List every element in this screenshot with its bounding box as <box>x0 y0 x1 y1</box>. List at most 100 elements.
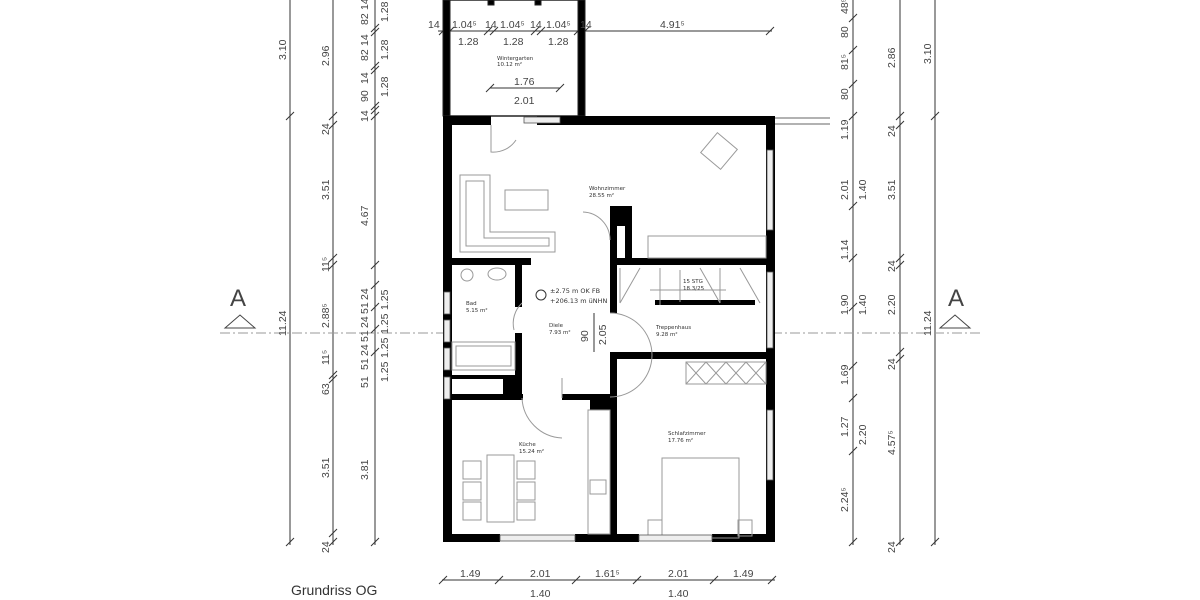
room-name-diele: Diele <box>549 323 564 329</box>
room-name-wohnzimmer: Wohnzimmer <box>589 186 626 192</box>
dimension-label: 14 <box>359 34 371 46</box>
dimension-label: 24 <box>320 123 332 135</box>
dimension-label: 14 <box>530 19 542 31</box>
dimension-label: 1.40 <box>668 588 689 600</box>
section-marker-right: A <box>938 285 972 329</box>
dimension-label: 2.01 <box>668 568 689 580</box>
dimension-label: 11.24 <box>277 310 289 336</box>
dimension-tick <box>848 302 858 312</box>
section-marker-left: A <box>223 285 257 329</box>
dimension-tick <box>895 347 905 357</box>
dimension-label: 1.90 <box>839 294 851 315</box>
dimension-tick <box>370 260 380 270</box>
dimension-label: 1.14 <box>839 239 851 260</box>
room-area-wohnzimmer: 28.55 m² <box>589 192 614 199</box>
walls <box>443 116 775 542</box>
dimension-tick <box>285 537 295 547</box>
dimension-label: 2.01 <box>530 568 551 580</box>
level-ok-fb: ±2.75 m OK FB <box>550 287 600 295</box>
dimension-tick <box>328 374 338 384</box>
dimension-label: 14 <box>359 72 371 84</box>
dimension-tick <box>848 393 858 403</box>
dimension-tick <box>328 528 338 538</box>
dimension-label: 1.40 <box>530 588 551 600</box>
dimension-tick <box>848 79 858 89</box>
dimension-tick <box>530 26 540 36</box>
dimension-tick <box>370 65 380 75</box>
dimension-label: 1.04⁵ <box>500 19 525 31</box>
dimension-label: 4.91⁵ <box>660 19 685 31</box>
dimension-tick <box>848 361 858 371</box>
dimension-label: 3.51 <box>320 457 332 478</box>
dimension-label: 1.40 <box>857 294 869 315</box>
dimension-label: 51 <box>359 358 371 370</box>
dimension-tick <box>765 26 775 36</box>
dimension-label: 4.67 <box>359 205 371 226</box>
dimension-tick <box>895 354 905 364</box>
dimension-label: 1.28 <box>379 76 391 97</box>
dimension-tick <box>328 253 338 263</box>
dimension-label: 1.04⁵ <box>452 19 477 31</box>
dimension-label: 24 <box>320 541 332 553</box>
dimension-label: 82 <box>359 49 371 61</box>
dimension-label: 1.76 <box>514 76 535 88</box>
dimension-label: 24 <box>359 288 371 300</box>
dimension-tick <box>370 302 380 312</box>
room-area-kueche: 15.24 m² <box>519 448 544 455</box>
dimension-labels: 14 1.04⁵ 14 1.04⁵ 14 1.04⁵ 14 4.91⁵ 1.28 1.28 1.28… <box>277 0 934 600</box>
dimension-label: 1.28 <box>379 1 391 22</box>
stairs-ratio: 18.3/25 <box>683 286 705 292</box>
dimension-tick <box>895 111 905 121</box>
dimension-tick <box>848 45 858 55</box>
dimension-tick <box>848 537 858 547</box>
dimension-label: 14 <box>580 19 592 31</box>
dimension-label: 3.10 <box>277 39 289 60</box>
dimension-label: 24 <box>886 358 898 370</box>
dimension-tick <box>370 537 380 547</box>
dimension-label: 2.20 <box>857 424 869 445</box>
level-nhn: +206.13 m üNHN <box>550 297 608 305</box>
dimension-label: 4.57⁵ <box>886 430 898 455</box>
dimension-label: 1.25 <box>379 361 391 382</box>
dimension-label: 1.28 <box>548 36 569 48</box>
opening-height: 2.05 <box>597 324 609 345</box>
dimension-tick <box>895 260 905 270</box>
dimension-lines <box>220 0 980 581</box>
dimension-label: 80 <box>839 26 851 38</box>
dimension-tick <box>370 61 380 71</box>
dimension-tick <box>370 105 380 115</box>
dimension-tick <box>571 575 581 585</box>
room-name-schlafzimmer: Schlafzimmer <box>668 431 706 437</box>
windows <box>443 116 774 542</box>
dimension-label: 2.96 <box>320 45 332 66</box>
dimension-label: 1.04⁵ <box>546 19 571 31</box>
dimension-label: 1.28 <box>503 36 524 48</box>
room-name-bad: Bad <box>466 301 477 307</box>
dimension-label: 90 <box>359 90 371 102</box>
dimension-label: 1.28 <box>379 39 391 60</box>
dimension-label: 81⁵ <box>839 54 851 70</box>
dimension-label: 1.25 <box>379 289 391 310</box>
room-area-diele: 7.93 m² <box>549 329 571 336</box>
room-area-wintergarten: 10.12 m² <box>497 61 522 68</box>
room-area-treppenhaus: 9.28 m² <box>656 331 678 338</box>
dimension-tick <box>485 83 495 93</box>
dimension-label: 51 <box>359 330 371 342</box>
dimension-tick <box>483 26 493 36</box>
dimension-tick <box>370 101 380 111</box>
dimension-label: 14 <box>359 0 371 10</box>
dimension-tick <box>489 26 499 36</box>
dimension-label: 24 <box>359 344 371 356</box>
dimension-label: 3.51 <box>886 179 898 200</box>
dimension-tick <box>370 111 380 121</box>
dimension-tick <box>438 575 448 585</box>
dimension-tick <box>536 26 546 36</box>
dimension-tick <box>895 253 905 263</box>
dimension-label: 82 <box>359 13 371 25</box>
dimension-tick <box>370 347 380 357</box>
dimension-label: 1.61⁵ <box>595 568 620 580</box>
dimension-tick <box>370 23 380 33</box>
dimension-tick <box>328 260 338 270</box>
dimension-tick <box>370 280 380 290</box>
